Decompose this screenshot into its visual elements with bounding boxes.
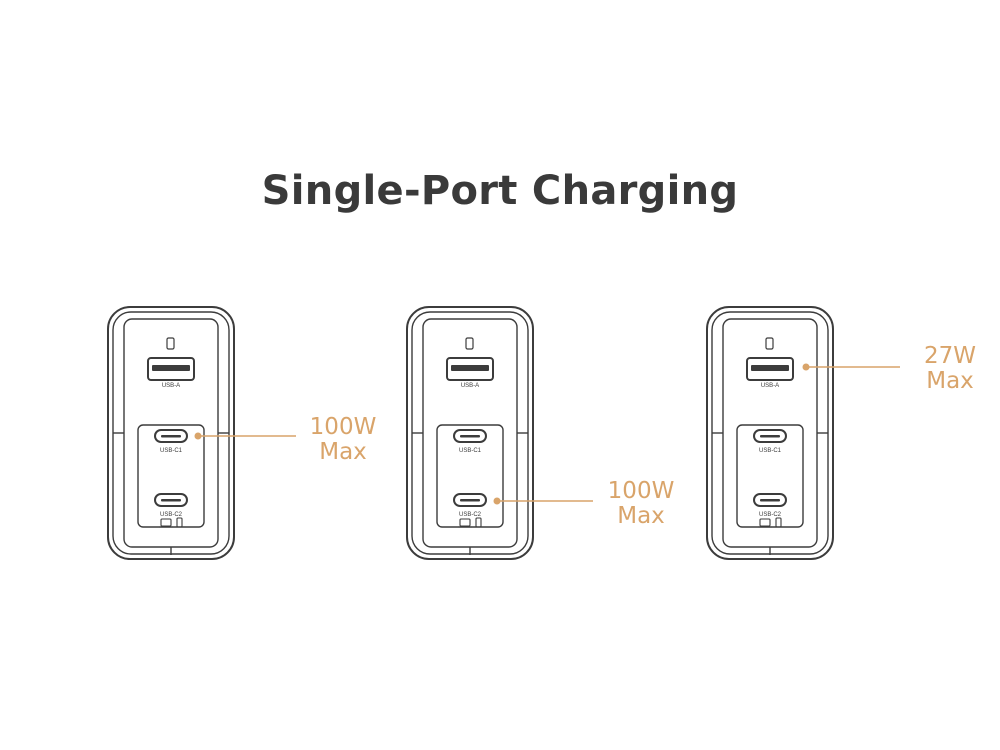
max-label: Max bbox=[617, 503, 665, 529]
usb-c2-label: USB-C2 bbox=[759, 512, 782, 518]
charger-3: USB-A USB-C1 USB-C2 bbox=[706, 306, 900, 560]
max-label: Max bbox=[319, 439, 367, 465]
max-label: Max bbox=[926, 368, 974, 394]
power-value: 27W bbox=[923, 343, 976, 369]
usb-c1-label: USB-C1 bbox=[160, 448, 183, 454]
page-title: Single-Port Charging bbox=[261, 168, 739, 214]
charger-1: USB-A USB-C1 USB-C2 bbox=[107, 306, 296, 560]
power-callout-2: 100W Max bbox=[596, 479, 686, 529]
usb-c2-label: USB-C2 bbox=[160, 512, 183, 518]
usb-c1-label: USB-C1 bbox=[759, 448, 782, 454]
power-value: 100W bbox=[607, 478, 675, 504]
usb-c1-label: USB-C1 bbox=[459, 448, 482, 454]
usb-a-label: USB-A bbox=[162, 383, 180, 389]
power-value: 100W bbox=[309, 414, 377, 440]
power-callout-3: 27W Max bbox=[905, 344, 995, 394]
charger-2: USB-A USB-C1 USB-C2 bbox=[406, 306, 593, 560]
usb-c2-label: USB-C2 bbox=[459, 512, 482, 518]
usb-a-label: USB-A bbox=[761, 383, 779, 389]
power-callout-1: 100W Max bbox=[298, 415, 388, 465]
usb-a-label: USB-A bbox=[461, 383, 479, 389]
